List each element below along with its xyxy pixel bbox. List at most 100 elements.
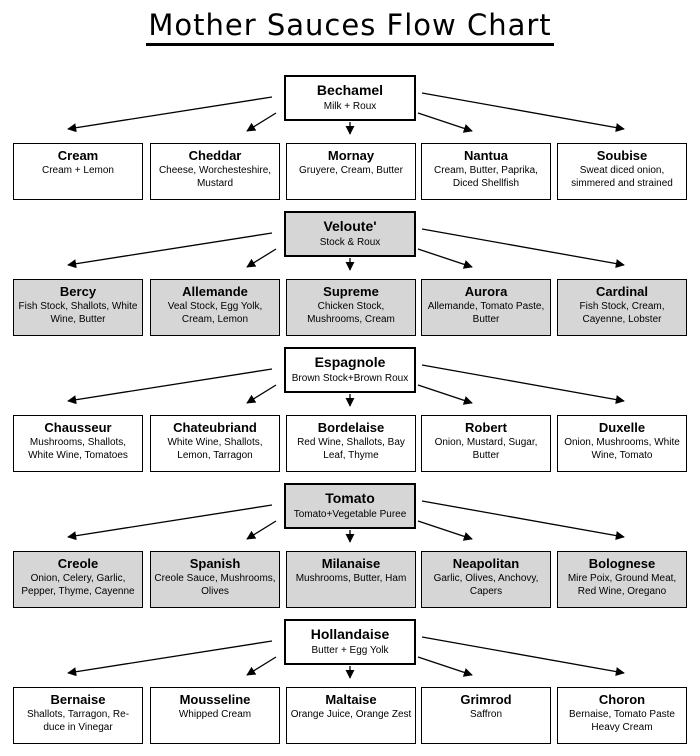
sauce-name: Hollandaise — [310, 626, 390, 642]
arrow-1-3 — [417, 248, 473, 269]
sauce-ingredients: Fish Stock, Cream, Cayenne, Lobster — [579, 301, 665, 325]
sauce-ingredients: Bernaise, Tomato Paste Heavy Cream — [569, 709, 675, 733]
sauce-name: Nantua — [463, 148, 509, 163]
sauce-name: Supreme — [323, 284, 379, 299]
sauce-name: Bordelaise — [317, 420, 385, 435]
sauce-name: Chausseur — [44, 420, 112, 435]
sauce-name: Bolognese — [588, 556, 656, 571]
sauce-ingredients: Mushrooms, Butter, Ham — [295, 573, 407, 584]
arrow-1-1 — [246, 248, 277, 268]
sauce-name: Creole — [57, 556, 99, 571]
sauce-name: Chateubriand — [173, 420, 257, 435]
sauce-name: Allemande — [182, 284, 248, 299]
sauce-ingredients: Fish Stock, Shallots, White Wine, Butter — [18, 301, 138, 325]
sauce-ingredients: White Wine, Shallots, Lemon, Tarragon — [167, 437, 263, 461]
arrow-4-0 — [67, 640, 273, 677]
sauce-name: Bechamel — [316, 82, 384, 98]
page-title: Mother Sauces Flow Chart — [0, 8, 700, 46]
arrow-3-1 — [246, 520, 277, 540]
sauce-name: Cardinal — [595, 284, 648, 299]
sauce-name: Mornay — [327, 148, 375, 163]
arrow-3-4 — [421, 500, 625, 541]
sauce-name: Mousseline — [179, 692, 251, 707]
arrow-2-3 — [417, 384, 473, 405]
sauce-ingredients: Tomato+Vegetable Puree — [293, 509, 407, 520]
sauce-ingredients: Mushrooms, Shallots, White Wine, Tomatoe… — [28, 437, 128, 461]
sauce-ingredients: Allemande, Tomato Paste, Butter — [427, 301, 545, 325]
arrow-1-0 — [67, 232, 273, 269]
sauce-name: Spanish — [189, 556, 241, 571]
arrow-2-0 — [67, 368, 273, 405]
sauce-ingredients: Cream, Butter, Paprika, Diced Shellfish — [434, 165, 538, 189]
sauce-ingredients: Onion, Celery, Garlic, Pepper, Thyme, Ca… — [21, 573, 135, 597]
sauce-name: Neapolitan — [452, 556, 520, 571]
sauce-ingredients: Whipped Cream — [178, 709, 252, 720]
sauce-name: Veloute' — [323, 218, 377, 234]
sauce-name: Milanaise — [321, 556, 381, 571]
sauce-ingredients: Veal Stock, Egg Yolk, Cream, Lemon — [167, 301, 263, 325]
sauce-ingredients: Saffron — [469, 709, 503, 720]
sauce-ingredients: Gruyere, Cream, Butter — [299, 165, 403, 176]
sauce-name: Espagnole — [314, 354, 386, 370]
sauce-ingredients: Onion, Mustard, Sugar, Butter — [434, 437, 538, 461]
sauce-ingredients: Shallots, Tarragon, Re-duce in Vinegar — [26, 709, 130, 733]
sauce-name: Maltaise — [325, 692, 377, 707]
sauce-name: Bercy — [59, 284, 97, 299]
sauce-ingredients: Creole Sauce, Mushrooms, Olives — [154, 573, 276, 597]
sauce-name: Cheddar — [188, 148, 242, 163]
sauce-ingredients: Cheese, Worchesteshire, Mustard — [158, 165, 272, 189]
sauce-name: Duxelle — [598, 420, 646, 435]
arrow-3-0 — [67, 504, 273, 541]
sauce-name: Tomato — [325, 490, 375, 506]
sauce-ingredients: Sweat diced onion, simmered and strained — [571, 165, 673, 189]
sauce-name: Grimrod — [460, 692, 512, 707]
sauce-name: Robert — [465, 420, 507, 435]
arrow-4-4 — [421, 636, 625, 677]
arrow-0-0 — [67, 96, 273, 133]
sauce-name: Cream — [57, 148, 99, 163]
sauce-name: Bernaise — [50, 692, 106, 707]
sauce-ingredients: Cream + Lemon — [42, 165, 114, 176]
sauce-ingredients: Milk + Roux — [323, 101, 377, 112]
sauce-name: Aurora — [464, 284, 508, 299]
sauce-ingredients: Orange Juice, Orange Zest — [290, 709, 412, 720]
sauce-ingredients: Garlic, Olives, Anchovy, Capers — [433, 573, 539, 597]
arrow-2-1 — [246, 384, 277, 404]
sauce-ingredients: Red Wine, Shallots, Bay Leaf, Thyme — [297, 437, 405, 461]
sauce-ingredients: Butter + Egg Yolk — [311, 645, 389, 656]
sauce-ingredients: Stock & Roux — [319, 237, 381, 248]
sauce-name: Soubise — [596, 148, 648, 163]
sauce-ingredients: Mire Poix, Ground Meat, Red Wine, Oregan… — [567, 573, 677, 597]
sauce-ingredients: Onion, Mushrooms, White Wine, Tomato — [564, 437, 680, 461]
sauce-ingredients: Chicken Stock, Mushrooms, Cream — [307, 301, 395, 325]
mother-sauce-veloute: Veloute' Stock & Roux — [284, 211, 416, 257]
arrow-3-3 — [417, 520, 473, 541]
arrow-4-3 — [417, 656, 473, 677]
